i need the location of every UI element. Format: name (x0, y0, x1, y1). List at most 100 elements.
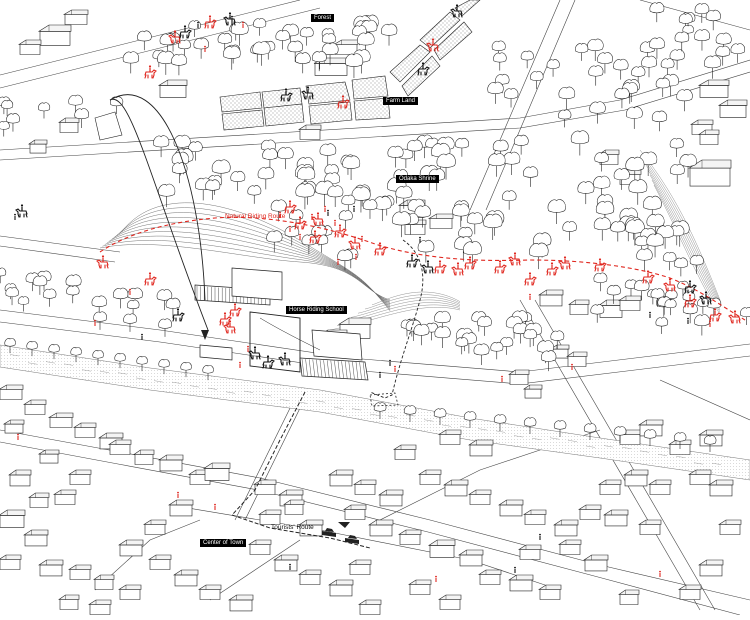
tree-crown (730, 43, 746, 55)
building-wall (404, 224, 426, 235)
arena-roof-rib (301, 358, 305, 377)
terrace-line (364, 294, 461, 310)
tree-icon (643, 429, 657, 446)
river-ripple (45, 361, 56, 364)
car-icon (345, 535, 359, 544)
building-roof (327, 579, 354, 586)
tree-crown (327, 185, 344, 198)
tree-icon (463, 411, 477, 428)
building-wall (554, 524, 578, 537)
building-icon (557, 539, 582, 555)
building-icon (618, 589, 640, 605)
person-head (231, 15, 233, 18)
view-arc-return (109, 94, 206, 301)
building-roof (508, 369, 530, 375)
rider-head (283, 352, 287, 355)
building-roof (697, 429, 724, 436)
tree-icon (223, 45, 241, 70)
building-wall (94, 579, 114, 590)
building-icon (437, 429, 462, 445)
person-icon (361, 235, 363, 242)
tree-crown (613, 58, 629, 71)
tree-icon (205, 179, 221, 200)
horse-shape (15, 208, 28, 218)
person-head (141, 333, 143, 336)
tree-crown (452, 203, 470, 217)
building-icon (367, 519, 394, 537)
tree-crown (1, 99, 14, 109)
tree-icon (202, 364, 214, 381)
person-icon (659, 570, 661, 577)
horse-shape (172, 312, 185, 322)
tree-icon (589, 101, 606, 124)
person-head (687, 317, 689, 320)
tree-crown (91, 295, 107, 307)
horse-rider-icon (508, 252, 521, 266)
building-wall (479, 574, 501, 585)
tree-icon (597, 52, 613, 74)
building-icon (507, 574, 534, 592)
tree-icon (503, 151, 521, 176)
arena-roof-rib (337, 360, 341, 379)
rider-head (455, 4, 459, 7)
tree-crown (705, 9, 721, 22)
rider-head (148, 272, 152, 275)
tree-crown (678, 13, 693, 24)
person-icon (94, 319, 96, 326)
tree-crown (628, 179, 648, 194)
farm-plot (433, 21, 473, 61)
river-ripple (207, 387, 218, 390)
farm-land-plots (219, 0, 481, 131)
tree-icon (550, 330, 565, 350)
horse-shape (223, 324, 236, 334)
building-icon (22, 399, 47, 415)
building-wall (204, 468, 230, 481)
building-icon (8, 469, 32, 487)
road (169, 504, 561, 591)
tree-crown (70, 346, 82, 356)
building-icon (717, 519, 742, 535)
building-icon (0, 554, 22, 570)
building-roof (337, 317, 372, 325)
person-head (659, 570, 661, 573)
tree-crown (114, 352, 126, 362)
person-icon (529, 293, 531, 300)
building-wall (619, 434, 641, 445)
building-roof (0, 384, 24, 390)
tree-crown (646, 213, 665, 228)
view-arc-line (109, 98, 209, 331)
horse-rider-icon (426, 38, 439, 52)
building-wall (29, 497, 49, 508)
tree-icon (594, 152, 609, 172)
tree-crown (649, 2, 665, 14)
building-roof (637, 419, 664, 426)
building-roof (618, 589, 640, 595)
tree-icon (123, 313, 137, 332)
rider-head (550, 262, 554, 265)
horse-rider-icon (223, 320, 236, 334)
building-roof (517, 544, 542, 550)
tree-crown (634, 279, 650, 292)
building-roof (347, 559, 372, 565)
building-wall (379, 494, 403, 507)
car-cabin (348, 535, 357, 539)
tree-crown (466, 212, 483, 225)
tree-crown (266, 230, 283, 243)
horse-shape (406, 258, 419, 268)
river-ripple (657, 454, 668, 456)
building-wall (24, 534, 48, 547)
tree-crown (253, 18, 267, 28)
person-icon (247, 345, 249, 352)
building-roof (22, 399, 47, 405)
tree-icon (171, 162, 188, 184)
tree-icon (740, 307, 750, 326)
farm-plot (401, 55, 441, 97)
building-icon (0, 509, 26, 528)
building-wall (119, 589, 141, 600)
person-head (311, 213, 313, 216)
tree-icon (593, 217, 611, 241)
building-roof (689, 119, 714, 125)
tree-crown (301, 234, 317, 246)
tree-crown (694, 314, 710, 326)
building-wall (134, 454, 154, 465)
